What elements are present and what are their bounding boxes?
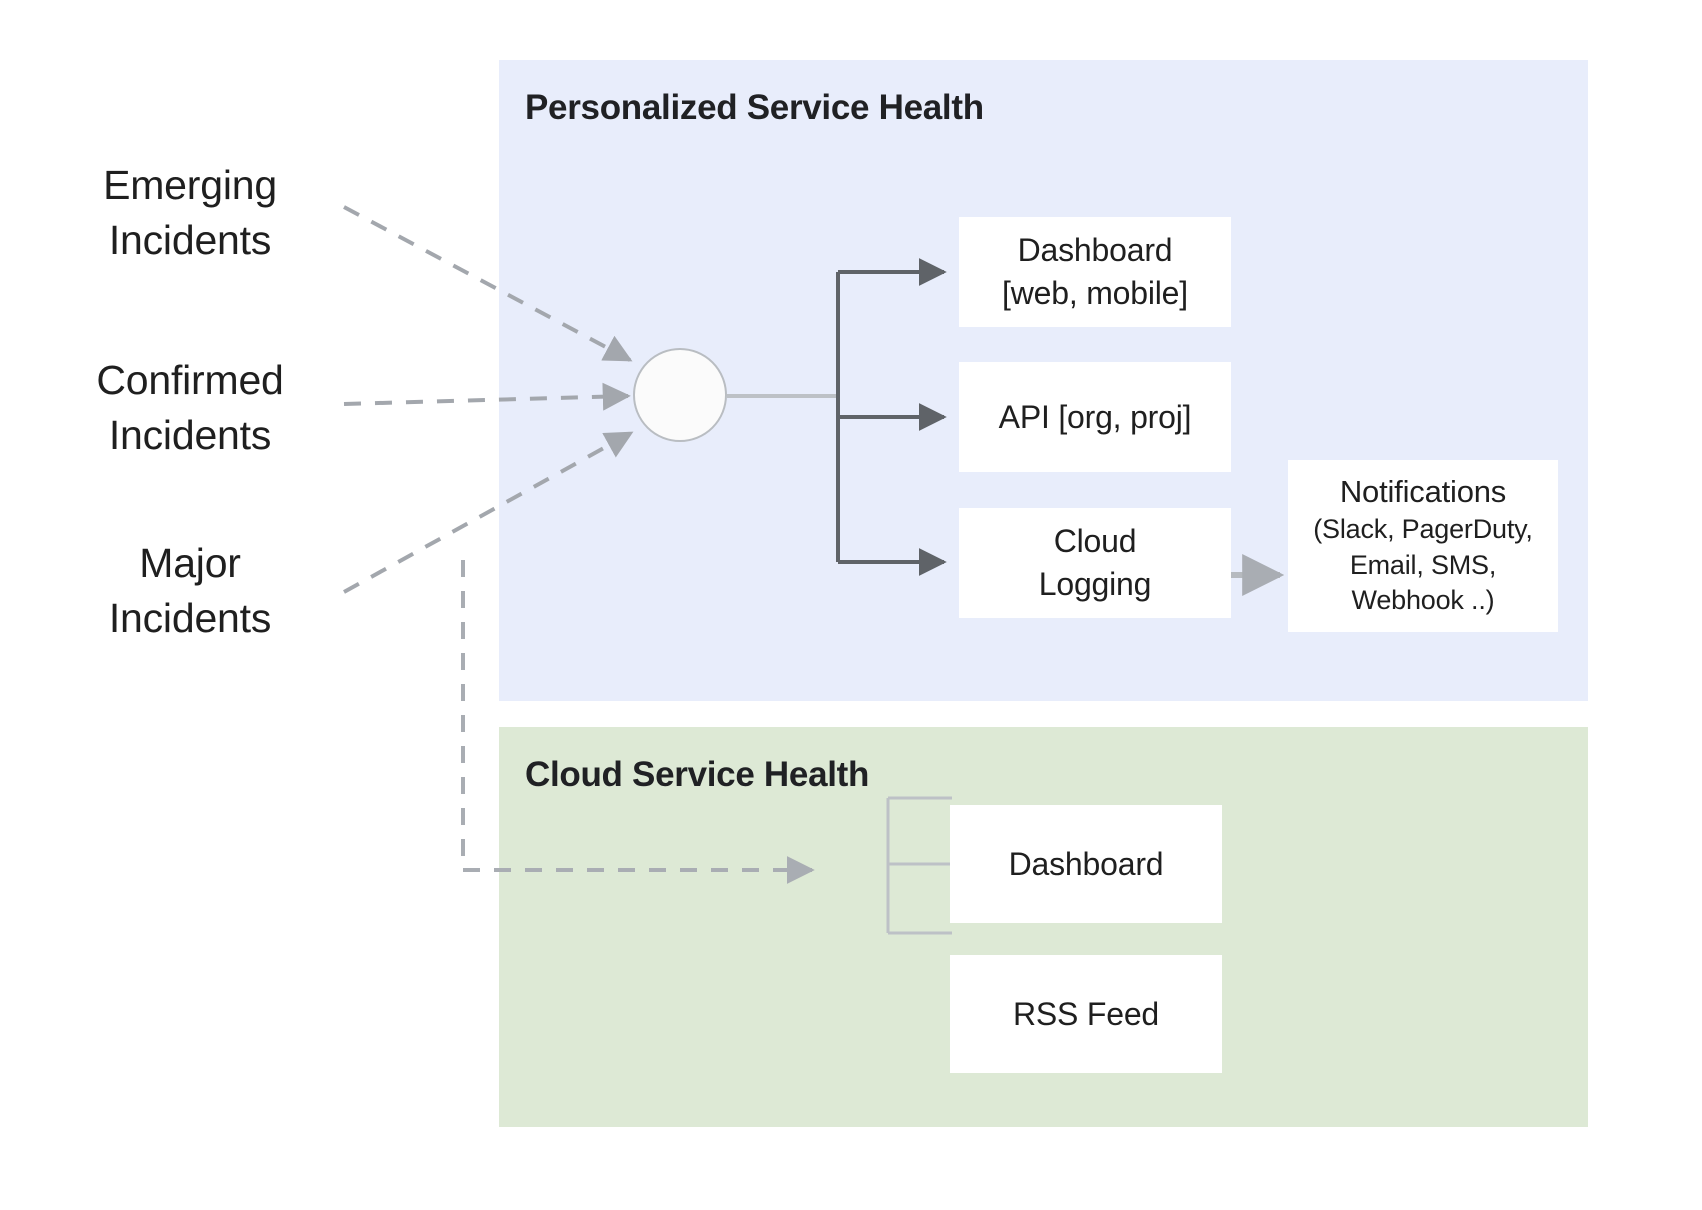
aggregator-node	[633, 348, 727, 442]
source-label-emerging-incidents: Emerging Incidents	[103, 162, 277, 264]
notifications-channels: (Slack, PagerDuty, Email, SMS, Webhook .…	[1313, 514, 1533, 616]
panel-personalized-title: Personalized Service Health	[525, 88, 984, 127]
source-label-confirmed-incidents: Confirmed Incidents	[96, 357, 284, 459]
node-cloud-logging[interactable]: Cloud Logging	[959, 508, 1231, 618]
panel-cloud-title: Cloud Service Health	[525, 755, 870, 794]
node-api-org-proj[interactable]: API [org, proj]	[959, 362, 1231, 472]
node-notifications[interactable]: Notifications (Slack, PagerDuty, Email, …	[1288, 460, 1558, 632]
notifications-title: Notifications	[1339, 473, 1507, 509]
node-cloud-service-health-dashboard[interactable]: Dashboard	[950, 805, 1222, 923]
node-dashboard-web-mobile[interactable]: Dashboard [web, mobile]	[959, 217, 1231, 327]
source-label-major-incidents: Major Incidents	[108, 540, 272, 642]
node-cloud-service-health-rss-feed[interactable]: RSS Feed	[950, 955, 1222, 1073]
